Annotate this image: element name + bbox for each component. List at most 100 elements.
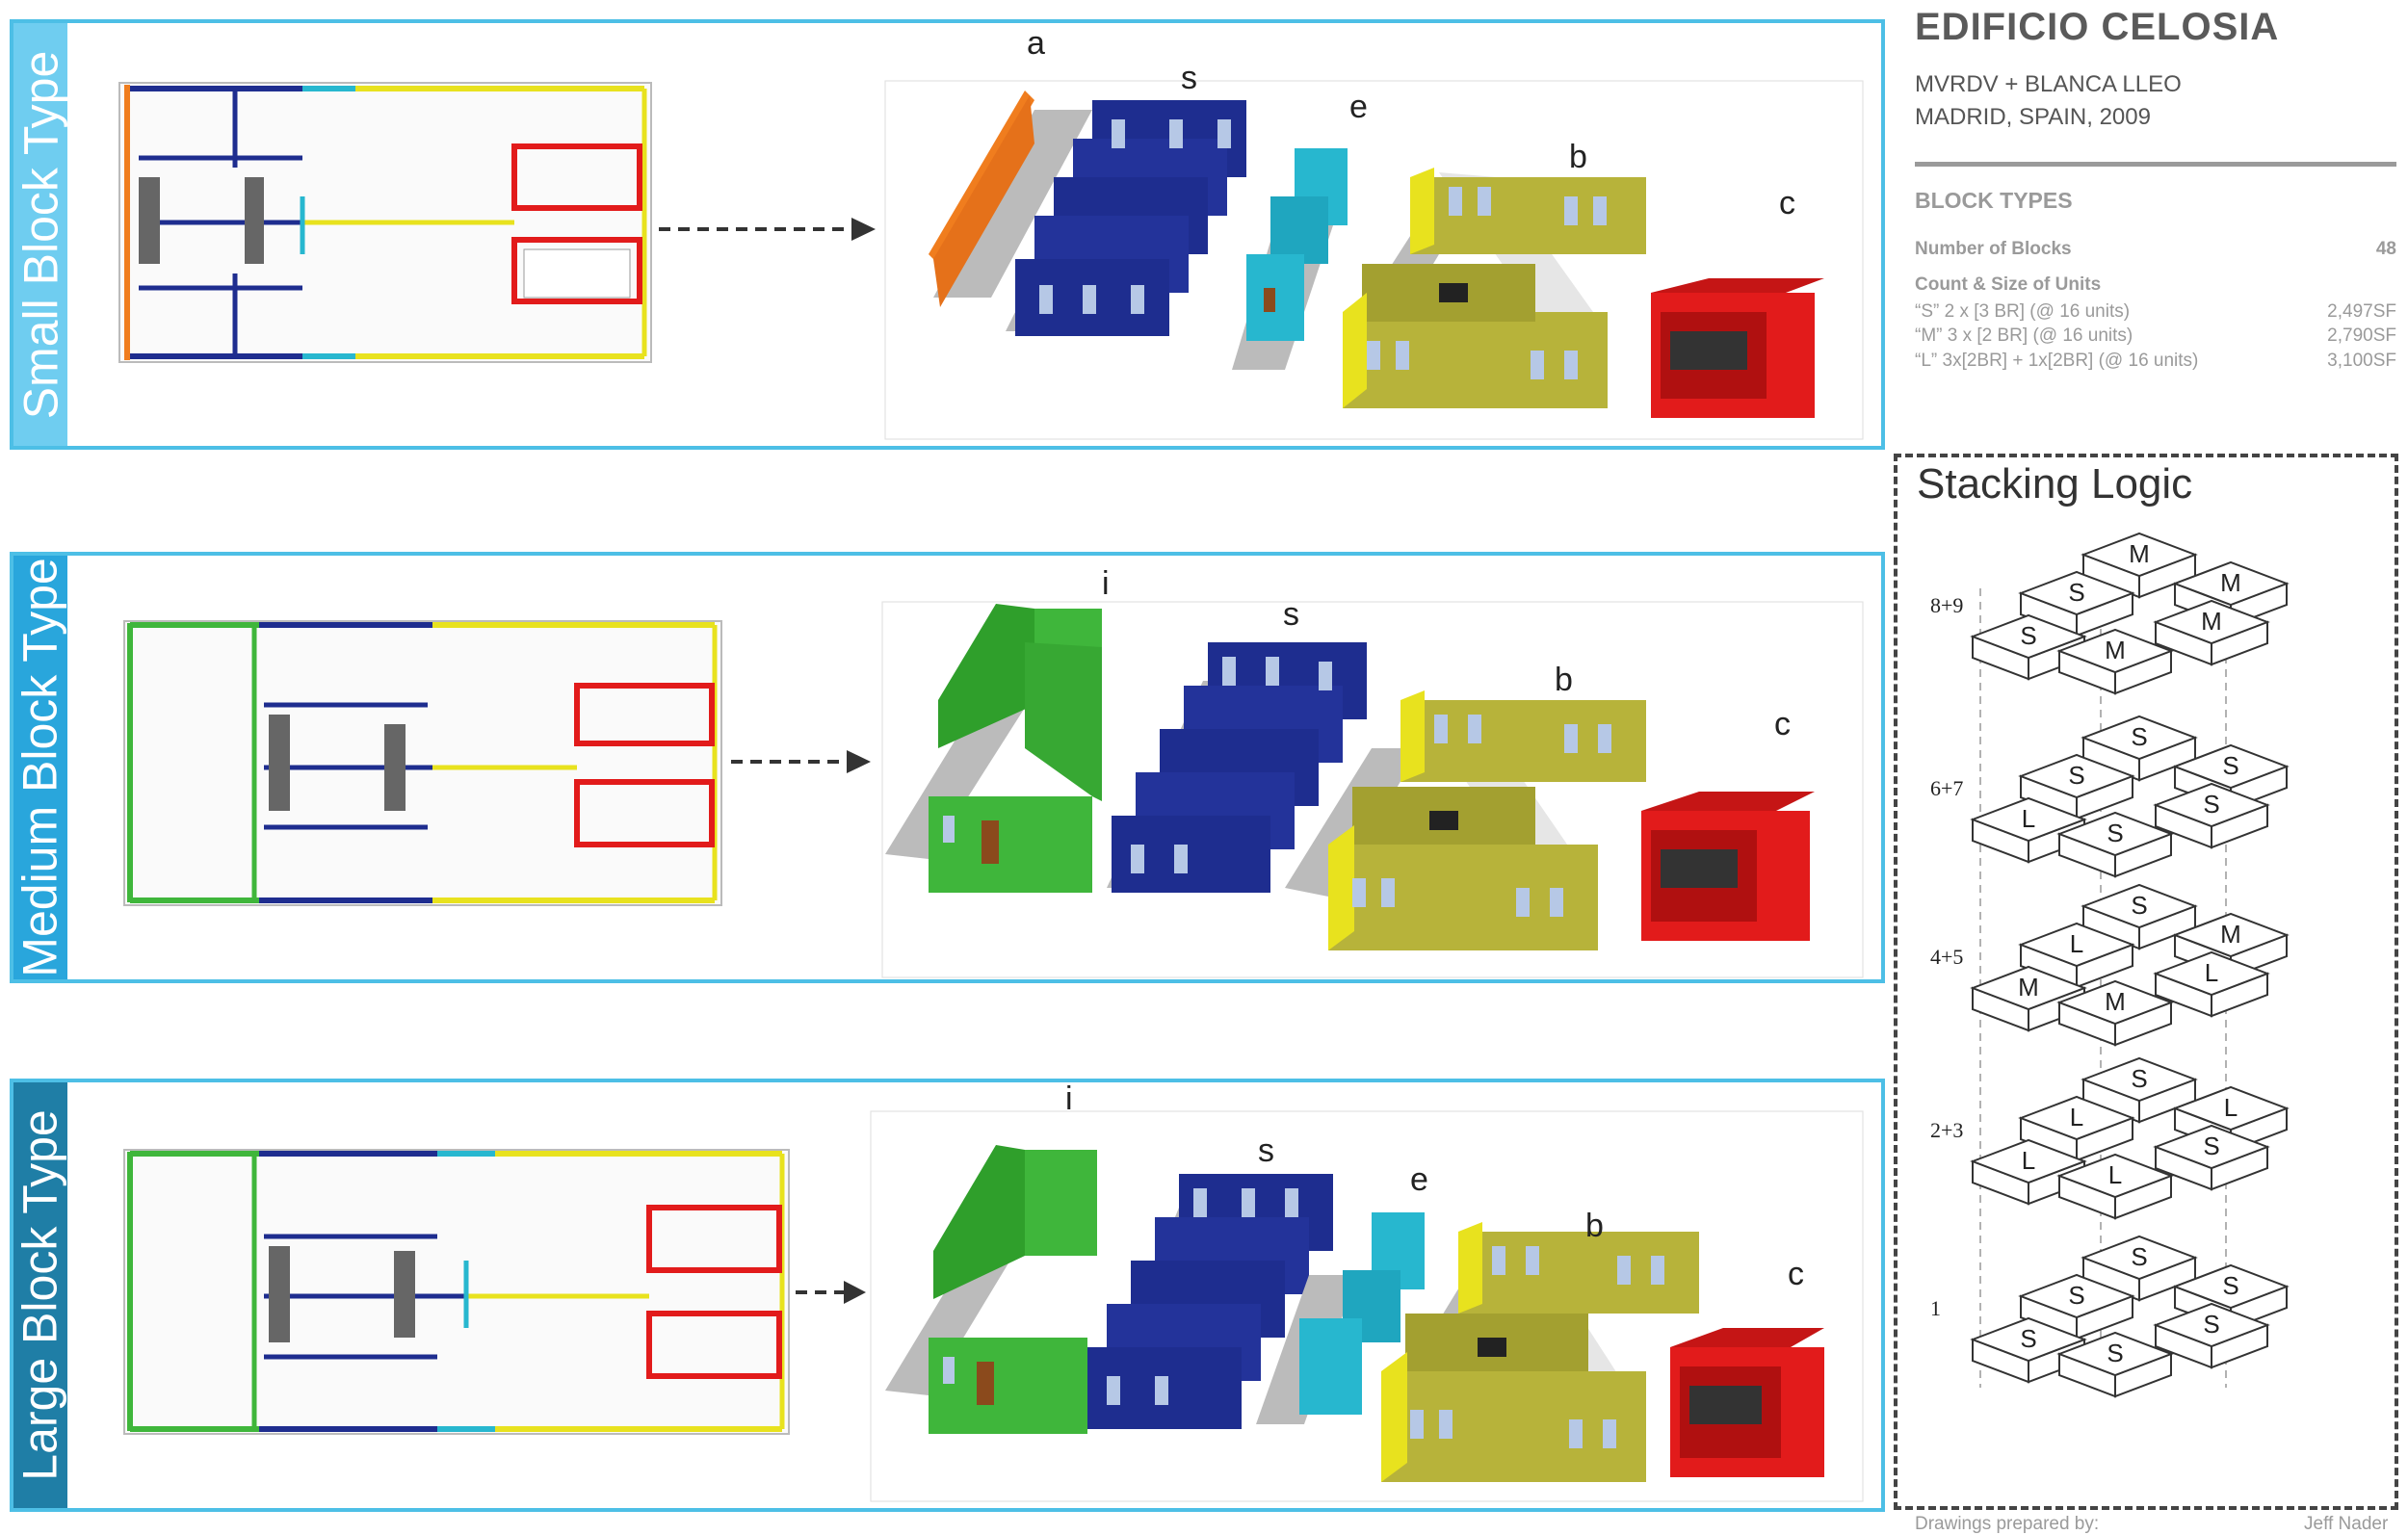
stack-block-letter: S <box>2020 1324 2036 1353</box>
stack-level-label: 6+7 <box>1930 776 1963 800</box>
small-label-b: b <box>1569 139 1587 175</box>
stack-block-letter: M <box>2129 539 2150 568</box>
medium-block-drawings: i s b c <box>123 565 1864 978</box>
stacking-logic-frame <box>1894 454 2398 1510</box>
medium-block-c <box>1641 792 1815 941</box>
large-label-i: i <box>1065 1082 1073 1117</box>
stack-block-letter: L <box>2022 804 2035 833</box>
stack-block: S <box>1970 613 2087 681</box>
large-block-i <box>885 1145 1097 1434</box>
stack-block-letter: S <box>2107 1339 2123 1367</box>
medium-block-panel: Medium Block Type <box>10 552 1885 983</box>
small-block-b <box>1343 168 1646 408</box>
medium-label-c: c <box>1774 706 1791 742</box>
medium-arrow <box>731 750 871 773</box>
stack-block-letter: S <box>2222 1271 2238 1300</box>
large-label-c: c <box>1788 1256 1804 1292</box>
stack-block-letter: S <box>2107 819 2123 847</box>
stack-block: M <box>2056 979 2174 1047</box>
stack-block: M <box>2056 628 2174 695</box>
medium-label-b: b <box>1555 662 1573 698</box>
stack-block-letter: L <box>2108 1160 2122 1189</box>
unit-label: “S” 2 x [3 BR] (@ 16 units) <box>1915 301 2131 322</box>
large-block-s <box>1087 1174 1333 1429</box>
large-block-e <box>1256 1212 1425 1424</box>
large-label-e: e <box>1410 1161 1428 1198</box>
stack-block: S <box>2081 1056 2198 1124</box>
unit-area: 2,497SF <box>2327 301 2396 322</box>
stack-level-label: 8+9 <box>1930 593 1963 617</box>
stack-block: S <box>2056 1331 2174 1398</box>
stack-block-letter: M <box>2220 568 2241 597</box>
block-types-heading: BLOCK TYPES <box>1915 188 2073 213</box>
unit-label: “L” 3x[2BR] + 1x[2BR] (@ 16 units) <box>1915 351 2199 371</box>
medium-block-band: Medium Block Type <box>13 556 67 979</box>
stack-block-letter: S <box>2020 621 2036 650</box>
stack-block: M <box>2081 532 2198 599</box>
stack-block: L <box>2018 922 2135 989</box>
stack-block-letter: S <box>2068 1281 2084 1310</box>
stack-block-letter: S <box>2203 1132 2219 1160</box>
small-label-s: s <box>1181 60 1197 96</box>
stack-block: L <box>2056 1153 2174 1220</box>
stacking-logic-title: Stacking Logic <box>1917 460 2193 507</box>
architects: MVRDV + BLANCA LLEO <box>1915 71 2182 97</box>
medium-block-i <box>885 604 1102 893</box>
small-label-a: a <box>1027 25 1045 62</box>
stack-block: S <box>2081 1235 2198 1302</box>
stack-level-label: 1 <box>1930 1296 1941 1320</box>
small-label-c: c <box>1779 185 1795 221</box>
stack-block: S <box>2018 753 2135 820</box>
stack-block-letter: M <box>2105 987 2126 1016</box>
stack-block-letter: M <box>2018 973 2039 1002</box>
stack-block-letter: L <box>2070 929 2083 958</box>
stack-block: S <box>2081 715 2198 782</box>
small-floor-plan <box>118 82 652 363</box>
divider <box>1915 162 2396 167</box>
stack-level-label: 2+3 <box>1930 1118 1963 1142</box>
number-of-blocks-label: Number of Blocks <box>1915 239 2072 259</box>
stack-block-letter: L <box>2022 1146 2035 1175</box>
stack-block-letter: S <box>2068 761 2084 790</box>
stack-block: S <box>2018 570 2135 637</box>
large-label-b: b <box>1585 1208 1604 1244</box>
stack-block: S <box>2081 883 2198 950</box>
units-heading: Count & Size of Units <box>1915 274 2102 295</box>
small-block-s <box>1006 100 1246 336</box>
stack-block-letter: S <box>2203 790 2219 819</box>
stack-block: M <box>2153 599 2270 666</box>
stack-block: S <box>2153 782 2270 849</box>
stack-block: S <box>2153 1124 2270 1191</box>
stack-block-letter: S <box>2068 578 2084 607</box>
stack-block-letter: S <box>2131 1064 2147 1093</box>
small-block-band: Small Block Type <box>13 23 67 446</box>
prepared-by-label: Drawings prepared by: <box>1915 1514 2100 1534</box>
stack-block: L <box>2018 1095 2135 1162</box>
unit-row-l: “L” 3x[2BR] + 1x[2BR] (@ 16 units) 3,100… <box>1915 351 2396 372</box>
small-block-panel: Small Block Type <box>10 19 1885 450</box>
stack-block-letter: S <box>2131 722 2147 751</box>
stack-block: S <box>2153 1302 2270 1369</box>
large-floor-plan <box>123 1149 790 1435</box>
stack-block-letter: L <box>2070 1103 2083 1132</box>
unit-row-m: “M” 3 x [2 BR] (@ 16 units) 2,790SF <box>1915 325 2396 347</box>
stack-block-letter: S <box>2131 891 2147 920</box>
large-arrow <box>796 1281 866 1304</box>
stack-block-letter: M <box>2201 607 2222 636</box>
stack-block-letter: M <box>2220 920 2241 949</box>
small-block-e <box>1232 148 1348 370</box>
large-block-drawings: i s e b c <box>123 1082 1864 1502</box>
project-title: EDIFICIO CELOSIA <box>1915 6 2280 48</box>
stack-level-label: 4+5 <box>1930 945 1963 969</box>
author-name: Jeff Nader <box>2304 1514 2389 1534</box>
small-block-a <box>929 91 1092 307</box>
large-block-band: Large Block Type <box>13 1082 67 1508</box>
stack-block-letter: M <box>2105 636 2126 664</box>
number-of-blocks-value: 48 <box>2375 239 2396 259</box>
stack-block: S <box>2056 811 2174 878</box>
stack-block: L <box>2153 950 2270 1018</box>
stack-block-letter: L <box>2205 958 2218 987</box>
small-label-e: e <box>1349 89 1368 125</box>
number-of-blocks-row: Number of Blocks 48 <box>1915 239 2396 260</box>
